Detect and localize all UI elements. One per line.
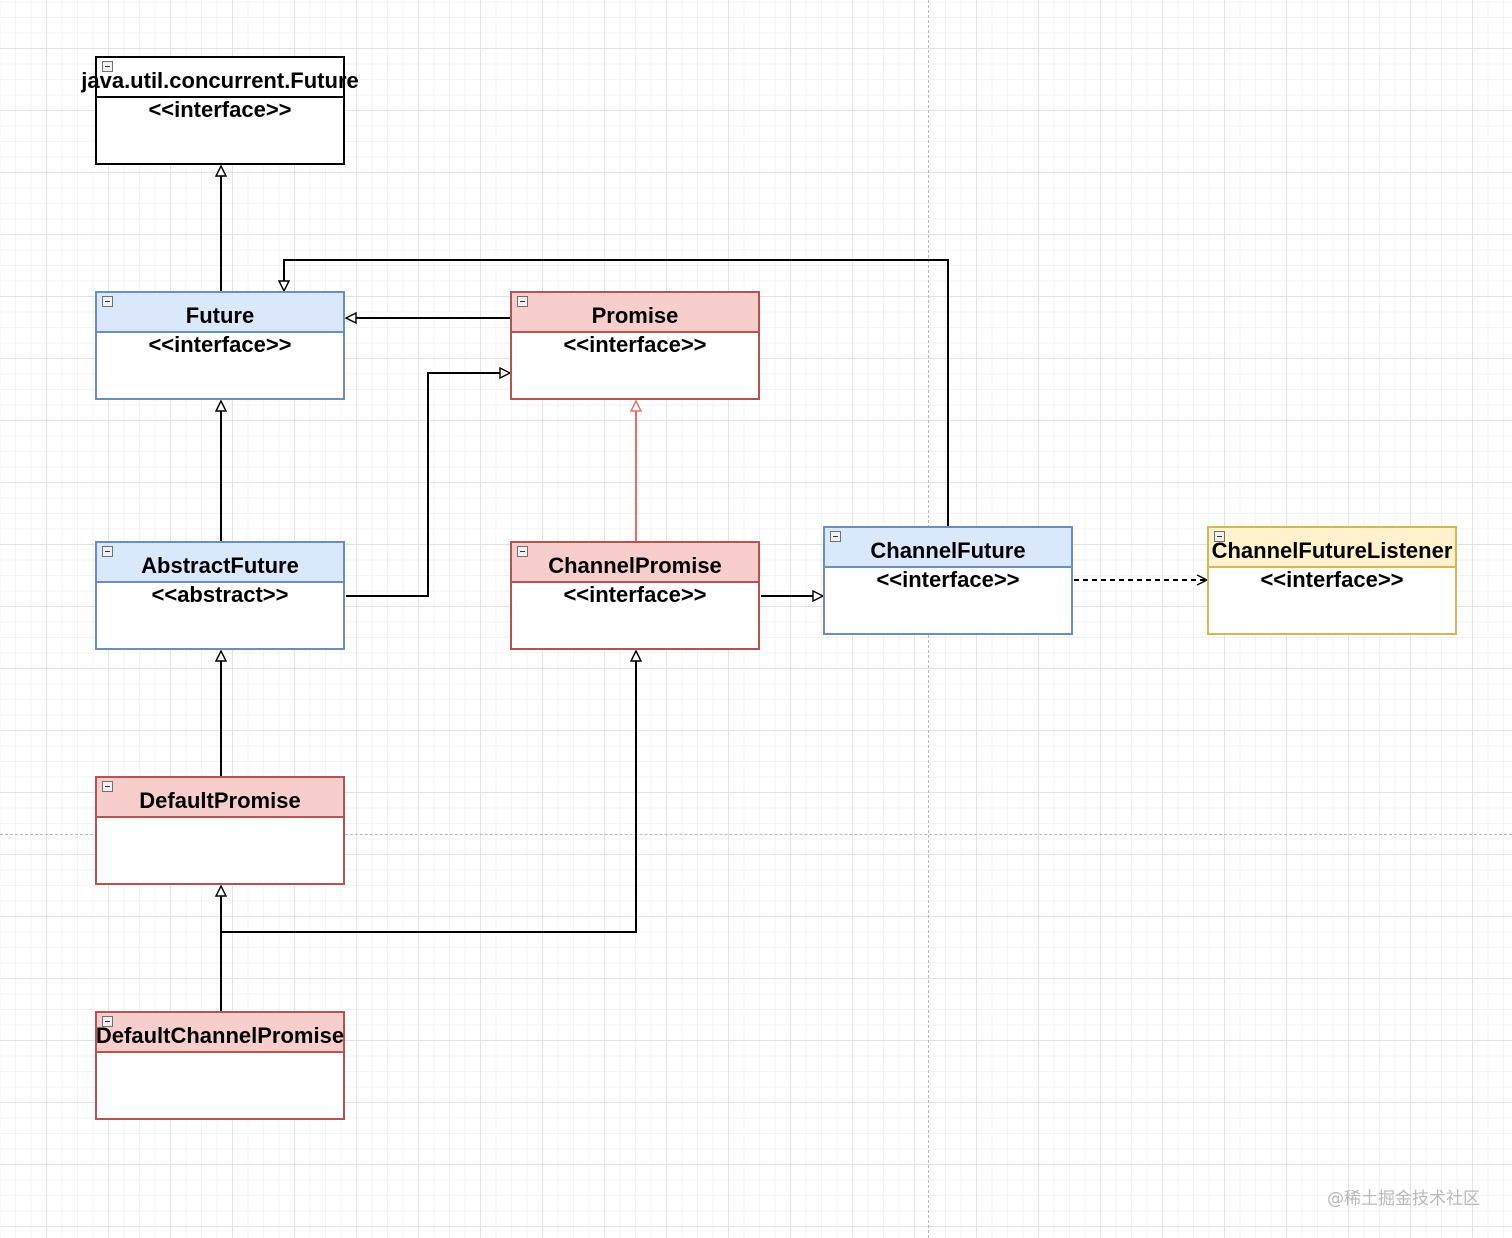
class-header [97, 1013, 343, 1053]
class-default-channel-promise[interactable]: DefaultChannelPromise [95, 1011, 345, 1120]
class-abstract-future[interactable]: AbstractFuture <<abstract>> [95, 541, 345, 650]
collapse-icon[interactable] [102, 1016, 113, 1027]
collapse-icon[interactable] [102, 546, 113, 557]
collapse-icon[interactable] [102, 61, 113, 72]
collapse-icon[interactable] [1214, 531, 1225, 542]
collapse-icon[interactable] [517, 296, 528, 307]
class-header [97, 543, 343, 583]
class-header [512, 543, 758, 583]
class-header [512, 293, 758, 333]
class-default-promise[interactable]: DefaultPromise [95, 776, 345, 885]
collapse-icon[interactable] [102, 296, 113, 307]
class-stereotype: <<interface>> [148, 97, 292, 122]
class-name: DefaultPromise [139, 788, 301, 813]
class-header [97, 778, 343, 818]
class-name: java.util.concurrent.Future [81, 68, 359, 93]
class-channel-future-listener[interactable]: ChannelFutureListener <<interface>> [1207, 526, 1457, 635]
class-name: ChannelFutureListener [1211, 538, 1453, 563]
class-name: DefaultChannelPromise [95, 1023, 345, 1048]
class-stereotype: <<interface>> [1260, 567, 1404, 592]
class-stereotype: <<abstract>> [151, 582, 289, 607]
class-stereotype: <<interface>> [563, 332, 707, 357]
class-header [97, 58, 343, 98]
class-stereotype: <<interface>> [563, 582, 707, 607]
class-name: ChannelPromise [548, 553, 722, 578]
class-channel-promise[interactable]: ChannelPromise <<interface>> [510, 541, 760, 650]
class-name: Promise [591, 303, 679, 328]
class-future[interactable]: Future <<interface>> [95, 291, 345, 400]
collapse-icon[interactable] [102, 781, 113, 792]
class-header [97, 293, 343, 333]
class-channel-future[interactable]: ChannelFuture <<interface>> [823, 526, 1073, 635]
watermark: @稀土掘金技术社区 [1327, 1189, 1480, 1209]
class-stereotype: <<interface>> [148, 332, 292, 357]
class-stereotype: <<interface>> [876, 567, 1020, 592]
class-name: AbstractFuture [141, 553, 299, 578]
class-name: Future [185, 303, 255, 328]
class-header [825, 528, 1071, 568]
class-juc-future[interactable]: java.util.concurrent.Future <<interface>… [81, 56, 359, 165]
class-promise[interactable]: Promise <<interface>> [510, 291, 760, 400]
horizontal-page-guide [0, 834, 1512, 835]
collapse-icon[interactable] [517, 546, 528, 557]
collapse-icon[interactable] [830, 531, 841, 542]
class-name: ChannelFuture [870, 538, 1026, 563]
class-header [1209, 528, 1455, 568]
